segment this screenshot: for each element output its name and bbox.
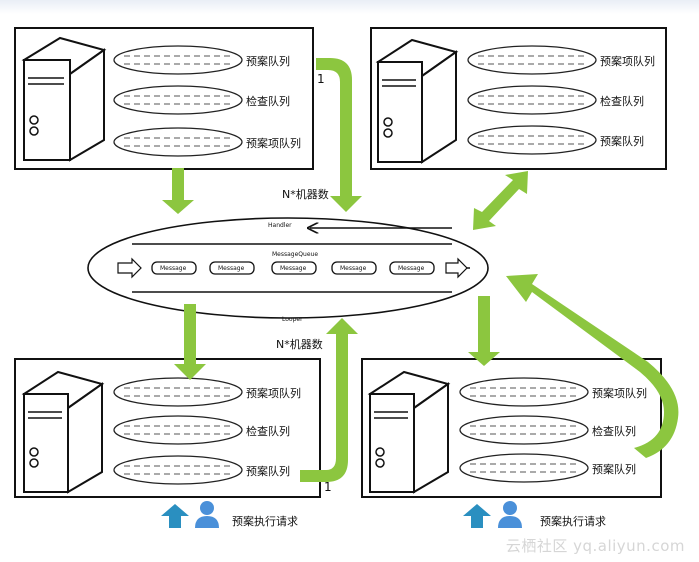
message-capsules bbox=[151, 261, 435, 275]
queue-label: 预案队列 bbox=[592, 463, 636, 476]
handler-label: Handler bbox=[268, 222, 292, 229]
arrow-curved-top bbox=[316, 58, 362, 212]
queue-ellipse bbox=[113, 85, 243, 115]
queue-ellipse bbox=[467, 45, 597, 75]
queue-ellipse bbox=[113, 45, 243, 75]
queue-label: 检查队列 bbox=[592, 425, 636, 438]
message-capsule bbox=[151, 261, 197, 275]
message-capsule bbox=[271, 261, 317, 275]
message-capsule bbox=[389, 261, 435, 275]
queue-dash-lines bbox=[124, 55, 586, 475]
queue-label: 预案队列 bbox=[246, 465, 290, 478]
window-top-band bbox=[0, 0, 699, 14]
message-queue-label: MessageQueue bbox=[272, 251, 319, 258]
request-label-right: 预案执行请求 bbox=[540, 515, 606, 528]
queue-ellipse bbox=[467, 125, 597, 155]
queue-ellipse bbox=[459, 453, 589, 483]
arrow-big-curved bbox=[506, 274, 679, 458]
queue-label: 预案项队列 bbox=[600, 55, 655, 68]
message-capsule bbox=[209, 261, 255, 275]
blue-up-arrow-icon-left bbox=[161, 504, 189, 528]
watermark: 云栖社区 yq.aliyun.com bbox=[505, 537, 685, 555]
count-label-bottom: 1 bbox=[324, 480, 332, 494]
queue-label: 检查队列 bbox=[246, 425, 290, 438]
message-label: Message bbox=[398, 265, 425, 272]
outflow-arrow-icon bbox=[445, 257, 468, 279]
request-label-left: 预案执行请求 bbox=[232, 515, 298, 528]
queue-label: 预案项队列 bbox=[246, 387, 301, 400]
message-label: Message bbox=[280, 265, 307, 272]
arrow-down-bottom-left bbox=[174, 304, 206, 380]
count-label-top: 1 bbox=[317, 72, 325, 86]
queue-label: 检查队列 bbox=[246, 95, 290, 108]
queue-ellipse bbox=[113, 415, 243, 445]
queue-label: 预案队列 bbox=[246, 55, 290, 68]
arrow-curved-bottom bbox=[300, 318, 358, 482]
queue-ellipse bbox=[113, 127, 243, 157]
message-label: Message bbox=[340, 265, 367, 272]
server-tower-icon-bottom-right bbox=[367, 370, 451, 494]
server-tower-icon-top-right bbox=[375, 38, 459, 164]
queue-ellipse bbox=[113, 377, 243, 407]
queue-ellipse bbox=[459, 415, 589, 445]
inflow-arrow-icon bbox=[117, 257, 142, 279]
queue-ellipse bbox=[459, 377, 589, 407]
queue-ellipses bbox=[113, 45, 597, 485]
looper-label: Looper bbox=[282, 316, 303, 323]
machine-count-label-bottom: N*机器数 bbox=[276, 338, 323, 351]
message-capsule bbox=[331, 261, 377, 275]
queue-ellipse bbox=[467, 85, 597, 115]
blue-up-arrow-icon-right bbox=[463, 504, 491, 528]
queue-ellipse bbox=[113, 455, 243, 485]
message-label: Message bbox=[160, 265, 187, 272]
queue-label: 预案队列 bbox=[600, 135, 644, 148]
person-icon-right bbox=[498, 501, 522, 528]
queue-label: 预案项队列 bbox=[246, 137, 301, 150]
arrow-down-top-left bbox=[162, 168, 194, 214]
arrow-double-diagonal bbox=[473, 171, 528, 230]
server-tower-icon-top-left bbox=[21, 36, 107, 162]
queue-label: 检查队列 bbox=[600, 95, 644, 108]
message-label: Message bbox=[218, 265, 245, 272]
green-arrows bbox=[162, 58, 679, 482]
person-icon-left bbox=[195, 501, 219, 528]
queue-label: 预案项队列 bbox=[592, 387, 647, 400]
arrow-down-bottom-right bbox=[468, 296, 500, 366]
server-tower-icon-bottom-left bbox=[21, 370, 105, 494]
machine-count-label-top: N*机器数 bbox=[282, 188, 329, 201]
